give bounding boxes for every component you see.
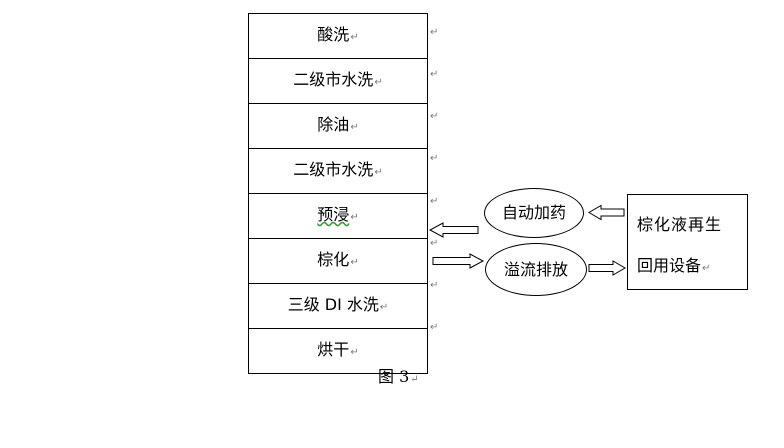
- row-end-mark: ↵: [430, 322, 439, 333]
- equipment-line-1: 棕化液再生: [637, 215, 723, 234]
- overflow-arrow: [432, 253, 485, 269]
- paragraph-mark: ↵: [350, 347, 359, 358]
- paragraph-mark: ↵: [350, 212, 359, 223]
- step-cell: 二级市水洗↵: [248, 58, 428, 104]
- paragraph-mark: ↵: [374, 167, 383, 178]
- step-label: 二级市水洗: [293, 160, 374, 179]
- paragraph-mark: ↵: [350, 32, 359, 43]
- process-steps-table: 酸洗↵ 二级市水洗↵ 除油↵ 二级市水洗↵ 预浸↵ 棕化↵ 三级 DI 水洗↵ …: [248, 13, 428, 374]
- paragraph-mark: ↵: [410, 374, 419, 385]
- step-label: 烘干: [317, 340, 350, 359]
- step-cell: 二级市水洗↵: [248, 148, 428, 194]
- row-end-mark: ↵: [430, 111, 439, 122]
- step-row: 二级市水洗↵: [248, 148, 428, 194]
- row-end-mark: ↵: [430, 238, 439, 249]
- paragraph-mark: ↵: [379, 302, 389, 313]
- step-row: 烘干↵: [248, 328, 428, 374]
- step-label: 酸洗: [317, 25, 350, 44]
- row-end-mark: ↵: [430, 196, 439, 207]
- step-row: 酸洗↵: [248, 13, 428, 59]
- row-end-mark: ↵: [430, 27, 439, 38]
- paragraph-mark: ↵: [350, 122, 359, 133]
- dosing-arrow: [428, 222, 479, 238]
- overflow-to-regeneration-arrow: [588, 260, 626, 276]
- regeneration-to-dosing-arrow: [588, 204, 625, 221]
- row-end-mark: ↵: [430, 69, 439, 80]
- row-end-mark: ↵: [430, 280, 439, 291]
- equipment-line-2: 回用设备↵: [637, 252, 710, 276]
- paragraph-mark: ↵: [350, 257, 359, 268]
- figure-caption: 图 3↵: [378, 363, 419, 387]
- step-label: 三级 DI 水洗: [287, 295, 379, 314]
- paragraph-mark: ↵: [374, 77, 383, 88]
- regeneration-equipment-box: 棕化液再生 回用设备↵: [627, 194, 748, 290]
- step-label: 预浸: [317, 205, 350, 224]
- auto-dosing-ellipse: 自动加药: [484, 188, 584, 238]
- step-label: 除油: [317, 115, 350, 134]
- overflow-discharge-label: 溢流排放: [503, 260, 568, 279]
- auto-dosing-label: 自动加药: [501, 203, 566, 222]
- step-label: 棕化: [317, 250, 350, 269]
- figure-caption-text: 图 3: [378, 367, 410, 386]
- step-cell: 烘干↵: [248, 328, 428, 374]
- step-row: 二级市水洗↵: [248, 58, 428, 104]
- equipment-line-2-text: 回用设备: [637, 256, 702, 275]
- step-label: 二级市水洗: [293, 70, 374, 89]
- step-cell: 酸洗↵: [248, 13, 428, 59]
- row-end-mark: ↵: [430, 153, 439, 164]
- paragraph-mark: ↵: [702, 263, 711, 274]
- overflow-discharge-ellipse: 溢流排放: [485, 243, 587, 296]
